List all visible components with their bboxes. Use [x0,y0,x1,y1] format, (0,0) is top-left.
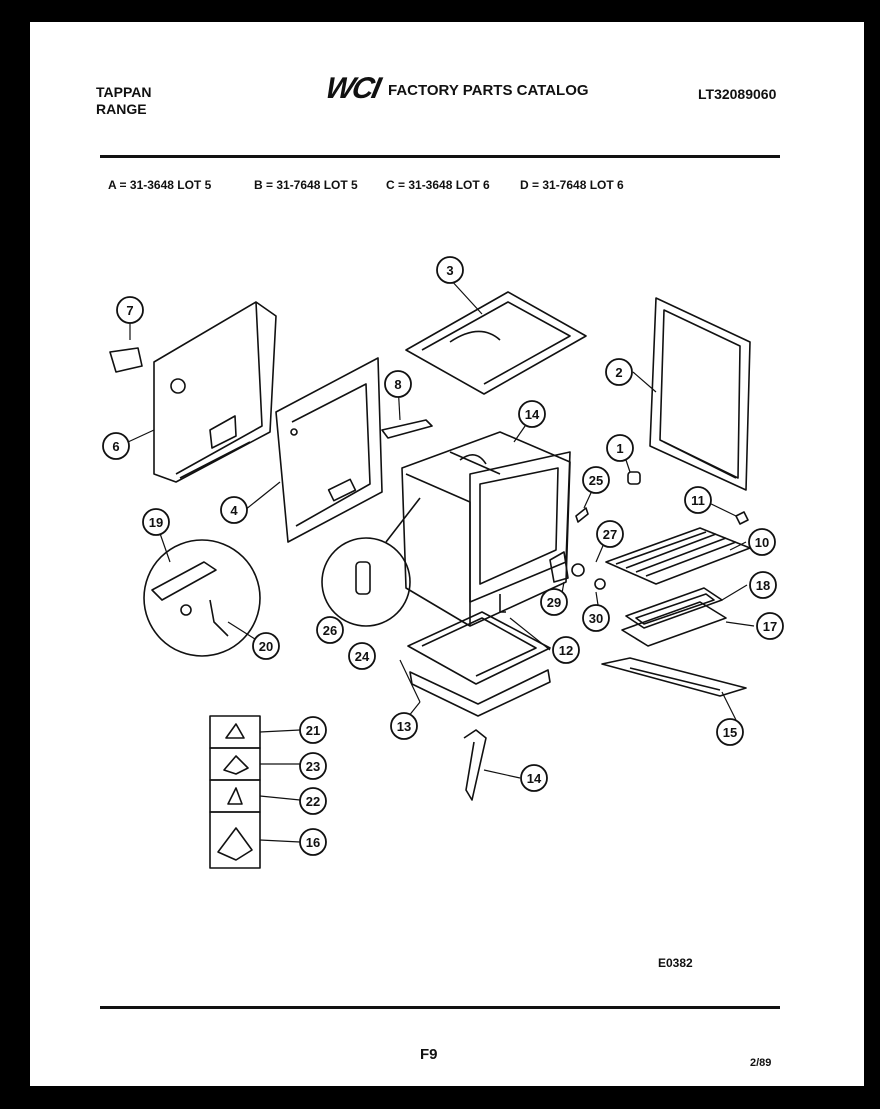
catalog-title: FACTORY PARTS CATALOG [388,82,589,99]
svg-text:11: 11 [691,493,705,508]
brand-name: TAPPAN [96,84,152,100]
callout-23: 23 [299,752,327,780]
svg-text:13: 13 [397,719,411,734]
part-small-plate [109,347,143,373]
svg-text:3: 3 [446,263,453,278]
callout-24: 25 [582,466,610,494]
part-knob [627,471,641,485]
callout-3: 2 [605,358,633,386]
part-broiler-grid [625,587,723,629]
callout-30: 30 [582,604,610,632]
header-divider [100,155,780,158]
svg-text:22: 22 [306,794,320,809]
part-stack [209,715,261,869]
callout-9: 8 [384,370,412,398]
svg-text:21: 21 [306,723,320,738]
callout-25: 24 [348,642,376,670]
svg-text:12: 12 [559,643,573,658]
callout-2: 14 [518,400,546,428]
callout-22: 22 [299,787,327,815]
svg-text:7: 7 [126,303,133,318]
product-type: RANGE [96,101,147,117]
callout-4: 3 [436,256,464,284]
svg-text:29: 29 [547,595,561,610]
part-inset-circle-19 [143,539,261,657]
part-bulb-27 [571,563,585,577]
svg-text:14: 14 [527,771,542,786]
callout-15: 15 [716,718,744,746]
svg-text:14: 14 [525,407,540,422]
legend-c: C = 31-3648 LOT 6 [386,178,490,192]
svg-text:20: 20 [259,639,273,654]
svg-text:24: 24 [355,649,370,664]
part-back-panel [153,301,277,483]
part-bottom-panel [407,611,551,685]
svg-text:8: 8 [394,377,401,392]
callout-11: 11 [684,486,712,514]
callout-16: 16 [299,828,327,856]
part-clip [575,507,589,523]
svg-text:30: 30 [589,611,603,626]
exploded-parts-diagram: 7 6 4 8 3 2 14 1 25 11 27 10 19 18 29 30… [102,256,784,869]
svg-text:16: 16 [306,835,320,850]
part-leveler [735,511,749,525]
part-oven-door [649,297,751,491]
callout-6: 4 [220,496,248,524]
callout-20: 20 [252,632,280,660]
callout-14: 14 [520,764,548,792]
svg-text:6: 6 [112,439,119,454]
svg-text:18: 18 [756,578,770,593]
svg-text:25: 25 [589,473,603,488]
callout-12: 12 [552,636,580,664]
callout-18: 18 [749,571,777,599]
part-oven-rack [605,527,751,585]
brand-block: TAPPAN RANGE [96,84,151,118]
callout-26: 26 [316,616,344,644]
legend-d: D = 31-7648 LOT 6 [520,178,624,192]
part-base-frame [409,669,551,717]
callout-10: 10 [748,528,776,556]
part-top-panel [405,291,587,395]
legend-a: A = 31-3648 LOT 5 [108,178,212,192]
callout-7: 6 [102,432,130,460]
part-broiler-pan [621,601,727,647]
callout-17: 17 [756,612,784,640]
svg-text:26: 26 [323,623,337,638]
svg-text:19: 19 [149,515,163,530]
part-pin [499,594,506,613]
callout-27: 27 [596,520,624,548]
svg-text:27: 27 [603,527,617,542]
callout-29: 29 [540,588,568,616]
part-bracket [381,419,433,439]
footer-divider [100,1006,780,1009]
callout-21: 21 [299,716,327,744]
part-inset-circle-26 [321,497,421,627]
page-number: F9 [420,1046,438,1063]
callout-13: 13 [390,712,418,740]
svg-text:23: 23 [306,759,320,774]
catalog-page: TAPPAN RANGE WCI FACTORY PARTS CATALOG L… [30,22,864,1086]
svg-text:1: 1 [616,441,623,456]
svg-text:2: 2 [615,365,622,380]
callout-8: 7 [116,296,144,324]
part-drawer-front [601,657,747,697]
svg-text:17: 17 [763,619,777,634]
callout-19: 19 [142,508,170,536]
part-socket-30 [594,578,606,590]
part-bracket-29 [549,551,569,583]
print-date: 2/89 [750,1057,772,1069]
part-oven-body [401,431,571,627]
diagram-code: E0382 [658,956,693,970]
callout-1: 1 [606,434,634,462]
svg-text:15: 15 [723,725,737,740]
model-number: LT32089060 [698,86,777,102]
part-side-panel [275,357,383,543]
svg-text:4: 4 [230,503,238,518]
legend-b: B = 31-7648 LOT 5 [254,178,358,192]
svg-text:10: 10 [755,535,769,550]
part-spring [463,729,487,801]
